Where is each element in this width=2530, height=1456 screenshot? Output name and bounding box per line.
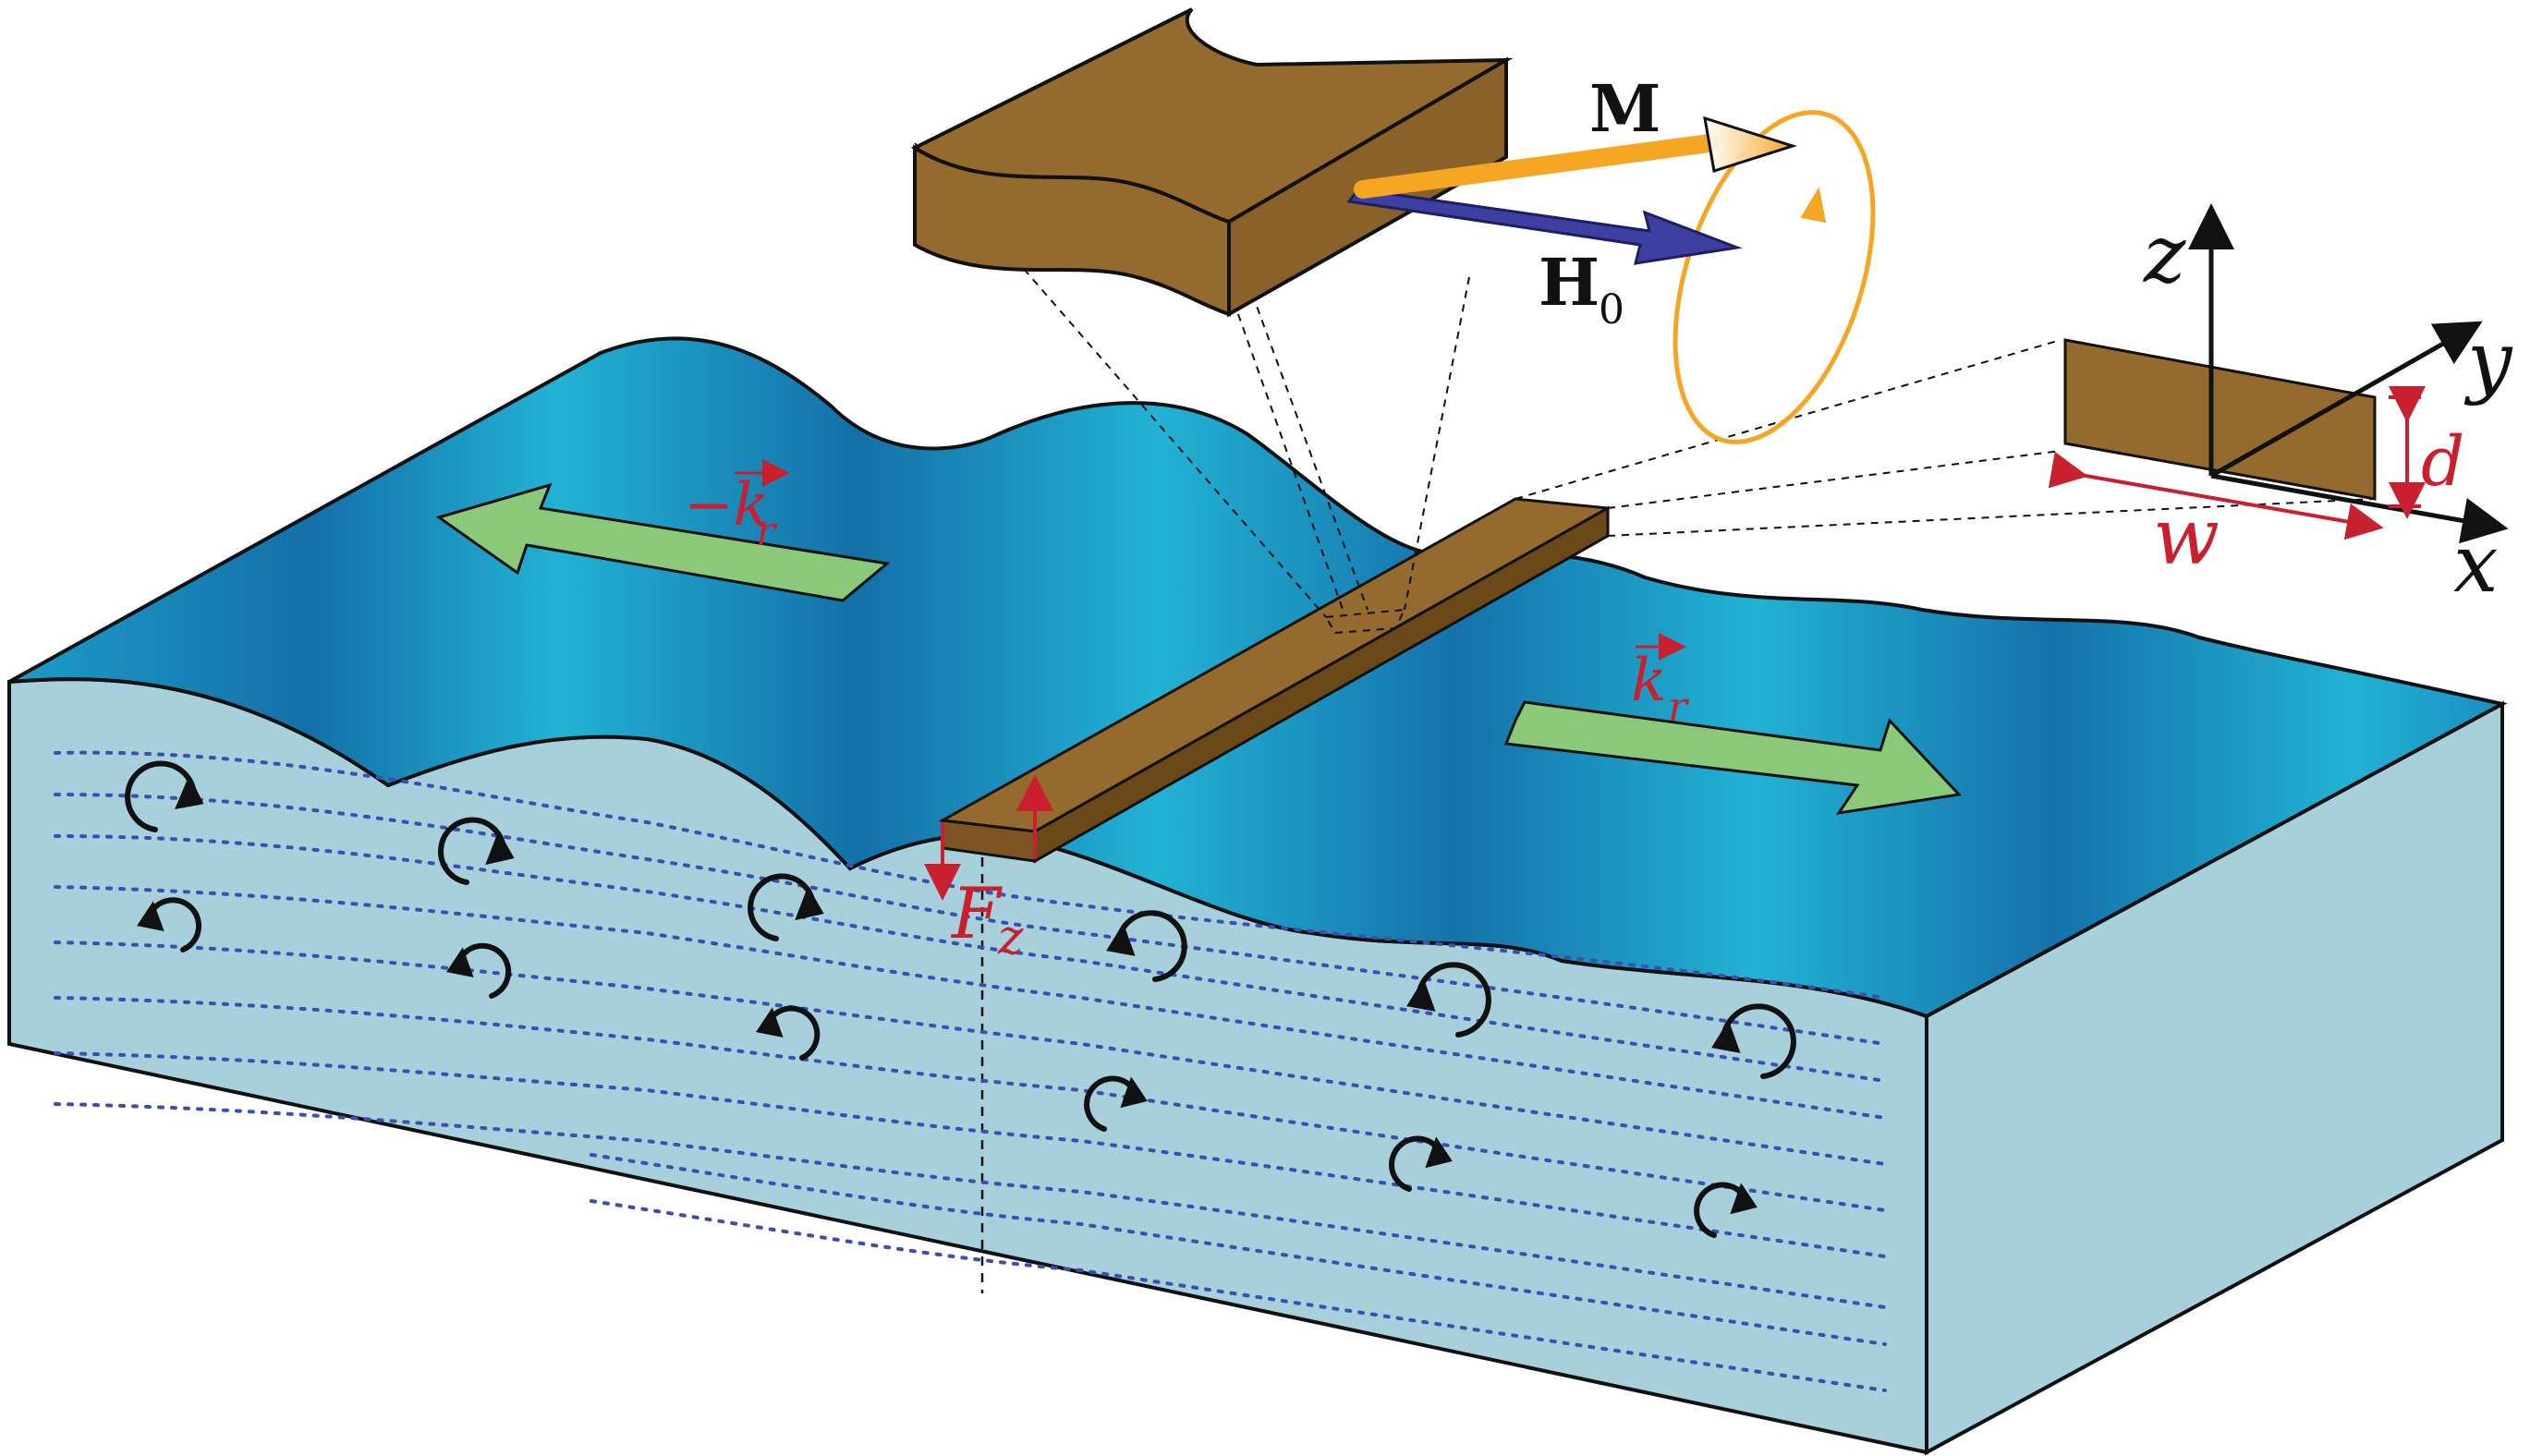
vortex-icon xyxy=(1389,1135,1453,1192)
label-k-left-main: −k xyxy=(684,471,769,540)
label-axis-z: z xyxy=(2143,209,2186,301)
force-arrows xyxy=(924,774,1053,901)
vortex-icon xyxy=(1406,962,1491,1037)
label-thickness: d xyxy=(2421,422,2464,502)
vortex-icon xyxy=(125,760,204,832)
label-force-sub: z xyxy=(997,910,1024,965)
vortex-icon xyxy=(446,942,512,999)
label-axis-x: x xyxy=(2453,518,2499,611)
vortex-icon xyxy=(1084,1075,1148,1132)
label-width: w xyxy=(2153,491,2220,582)
velocity-field xyxy=(54,750,1887,1392)
velocity-row xyxy=(54,996,1887,1212)
precession-direction-icon xyxy=(1800,187,1827,224)
vortex-icon xyxy=(137,897,201,952)
label-k-right-sub: r xyxy=(1668,684,1690,731)
velocity-row xyxy=(54,1102,1887,1309)
magnetization-arrow-m xyxy=(1354,115,1797,199)
label-k-left: −k r xyxy=(684,459,790,555)
velocity-row xyxy=(54,750,1887,1000)
dimension-markers xyxy=(2048,386,2426,540)
velocity-row xyxy=(54,1051,1887,1258)
velocity-row xyxy=(54,885,1887,1120)
label-force-main: F xyxy=(950,872,1003,954)
left-propagation-arrow xyxy=(435,482,891,602)
right-propagation-arrow xyxy=(1503,700,1963,816)
velocity-row xyxy=(54,793,1887,1046)
velocity-row xyxy=(54,834,1887,1083)
field-arrow-h0 xyxy=(1346,188,1743,265)
label-field: H 0 xyxy=(1539,244,1624,334)
vortices xyxy=(125,760,1796,1238)
label-k-left-sub: r xyxy=(756,508,778,555)
vortex-icon xyxy=(1711,1003,1796,1079)
velocity-row xyxy=(54,940,1887,1166)
label-axis-y: y xyxy=(2463,315,2513,407)
vortex-icon xyxy=(1106,910,1187,982)
vortex-icon xyxy=(756,1005,821,1061)
label-k-right: k r xyxy=(1631,633,1690,731)
label-force: F z xyxy=(950,872,1024,965)
label-field-main: H xyxy=(1539,244,1599,321)
label-k-right-main: k xyxy=(1631,647,1667,715)
label-field-sub: 0 xyxy=(1599,286,1624,334)
label-magnetization: M xyxy=(1589,70,1661,147)
magnet-block-top xyxy=(910,7,1514,224)
vortex-icon xyxy=(438,817,515,885)
vortex-icon xyxy=(1694,1182,1758,1238)
vortex-icon xyxy=(748,873,824,941)
